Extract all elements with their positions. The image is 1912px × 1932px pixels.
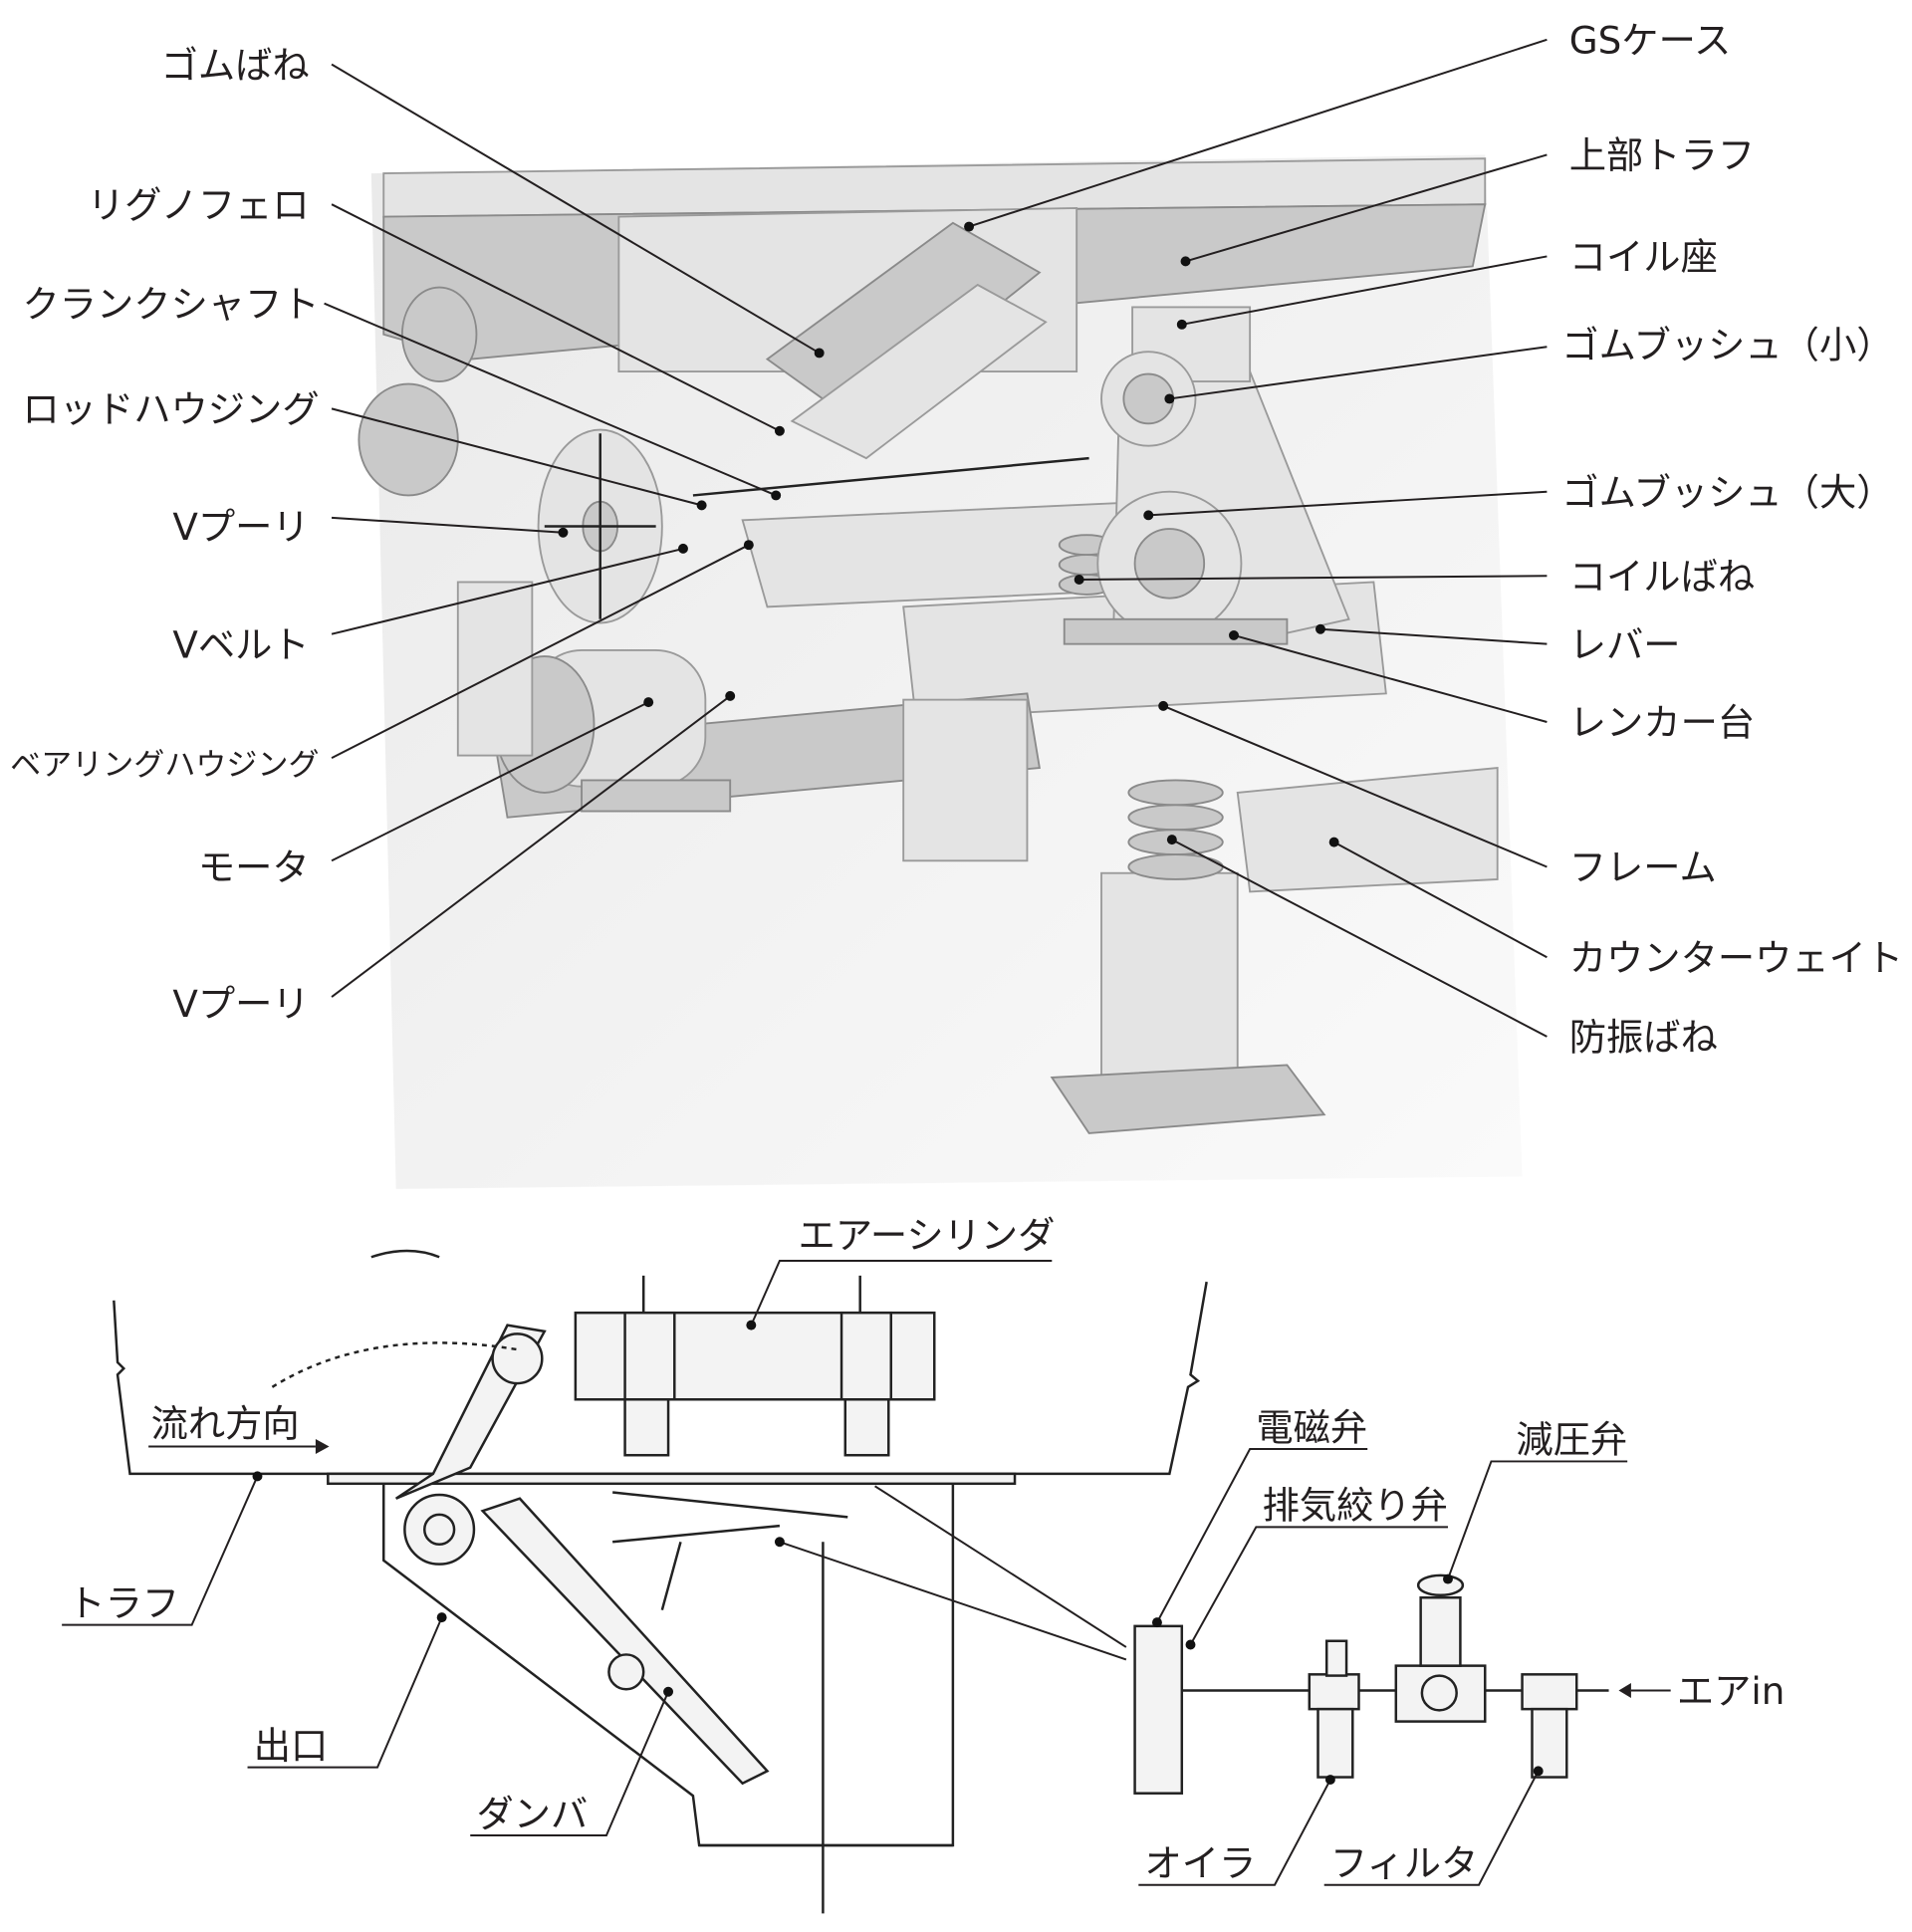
label-outlet: 出口 — [254, 1724, 329, 1768]
counterweight — [1236, 766, 1499, 893]
label-rubber-spring: ゴムばね — [161, 43, 310, 87]
label-upper-trough: 上部トラフ — [1569, 133, 1755, 177]
label-v-pulley-1: Vプーリ — [172, 505, 309, 549]
label-anti-vibration-spring: 防振ばね — [1569, 1016, 1718, 1060]
label-lever: レバー — [1569, 622, 1681, 666]
damper-line-drawing — [113, 1249, 1671, 1914]
label-solenoid-valve: 電磁弁 — [1256, 1405, 1367, 1449]
label-rubber-bush-large: ゴムブッシュ（大） — [1561, 470, 1893, 514]
label-air-in: エアin — [1677, 1669, 1786, 1713]
label-exhaust-throttle-valve: 排気絞り弁 — [1263, 1484, 1448, 1528]
label-rubber-bush-small: ゴムブッシュ（小） — [1561, 323, 1893, 366]
label-counterweight: カウンターウェイト — [1569, 936, 1903, 980]
label-coil-seat: コイル座 — [1569, 235, 1718, 279]
label-bearing-housing: ベアリングハウジング — [10, 747, 320, 783]
label-lignoferro: リグノフェロ — [88, 183, 310, 227]
label-frame: フレーム — [1569, 845, 1717, 889]
label-pressure-reducing-valve: 減圧弁 — [1516, 1418, 1627, 1462]
label-flow-direction: 流れ方向 — [151, 1402, 300, 1446]
upper-left-labels: ゴムばね リグノフェロ クランクシャフト ロッドハウジング Vプーリ Vベルト … — [10, 43, 320, 1026]
label-damper: ダンバ — [476, 1792, 588, 1835]
label-linker-base: レンカー台 — [1569, 701, 1755, 745]
label-gs-case: GSケース — [1569, 18, 1731, 62]
label-coil-spring: コイルばね — [1569, 555, 1755, 599]
upper-leader-lines — [324, 38, 1548, 1038]
lower-leader-lines — [62, 1259, 1628, 1886]
label-v-pulley-2: Vプーリ — [172, 982, 309, 1026]
label-v-belt: Vベルト — [172, 622, 309, 666]
v-pulley — [537, 428, 663, 624]
lower-labels: エアーシリンダ 流れ方向 トラフ 出口 ダンバ 電磁弁 排気絞り弁 減圧弁 エア… — [68, 1214, 1785, 1886]
label-crankshaft: クランクシャフト — [22, 282, 319, 326]
label-filter: フィルタ — [1330, 1841, 1478, 1885]
label-oiler: オイラ — [1145, 1841, 1257, 1885]
label-air-cylinder: エアーシリンダ — [799, 1214, 1056, 1258]
label-motor: モータ — [198, 845, 310, 889]
label-rod-housing: ロッドハウジング — [22, 387, 319, 431]
vibrating-conveyor-illustration — [358, 154, 1523, 1189]
upper-right-labels: GSケース 上部トラフ コイル座 ゴムブッシュ（小） ゴムブッシュ（大） コイル… — [1561, 18, 1903, 1059]
label-trough: トラフ — [68, 1581, 179, 1625]
